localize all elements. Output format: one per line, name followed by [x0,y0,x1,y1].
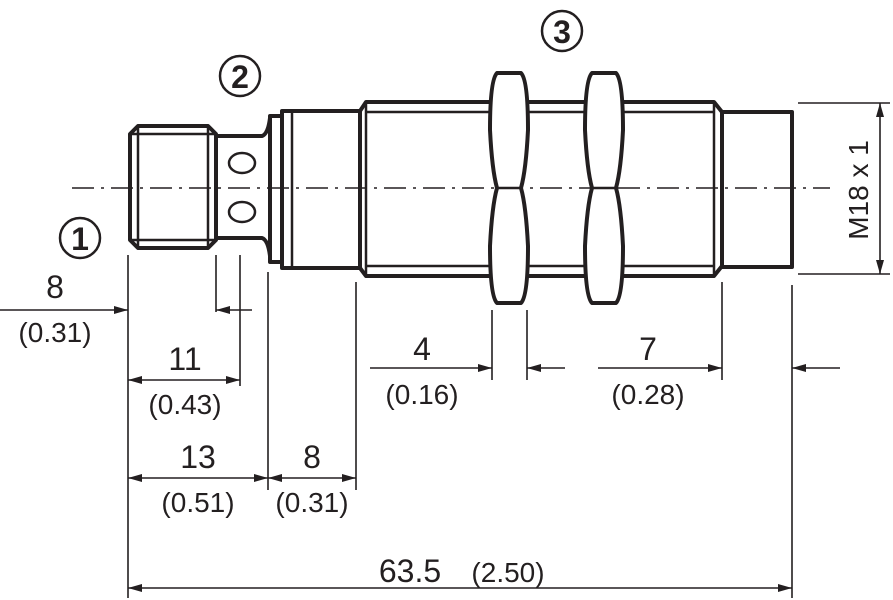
dimension-value-inch: (0.31) [18,317,91,348]
dimension-value-inch: (2.50) [471,557,544,588]
thread-dimension: M18 x 1 [798,102,890,275]
callout-1-number: 1 [71,221,89,257]
led-indicator [227,200,257,224]
dimension-value-inch: (0.28) [611,379,684,410]
callout-2: 2 [218,54,262,98]
callout-3: 3 [540,9,584,53]
dimension-value-mm: 13 [180,439,216,475]
mounting-nut [583,71,625,305]
dimension-value-inch: (0.43) [148,389,221,420]
connector-thread [128,124,218,250]
dimension-to-flange: 13 (0.51) [128,439,268,518]
dimension-nut-width: 4 (0.16) [370,331,565,410]
callout-1: 1 [58,216,102,260]
dimension-connector-neck: 11 (0.43) [128,341,240,420]
dimension-value-mm: 11 [168,341,201,377]
dimension-value-mm: 8 [46,269,64,305]
dimension-value-mm: 4 [413,331,431,367]
dimension-value-inch: (0.16) [385,379,458,410]
connector-neck [216,117,272,257]
thread-label: M18 x 1 [843,140,874,240]
dimension-connector: 8 (0.31) [0,269,252,348]
dimension-overall: 63.5 (2.50) [128,553,792,592]
mounting-nut [488,71,530,305]
dimension-value-mm: 7 [639,331,657,367]
dimension-flange-body: 8 (0.31) [268,439,356,518]
callout-3-number: 3 [553,14,571,50]
dimension-value-mm: 63.5 [379,553,441,589]
sensor-body [268,100,794,278]
dimension-value-inch: (0.51) [161,487,234,518]
dimension-value-inch: (0.31) [275,487,348,518]
callout-2-number: 2 [231,59,249,95]
sensor-face [720,110,794,269]
led-indicator [227,151,257,175]
extension-lines [127,255,793,598]
dimension-value-mm: 8 [303,439,321,475]
dimension-cap-length: 7 (0.28) [598,331,840,410]
